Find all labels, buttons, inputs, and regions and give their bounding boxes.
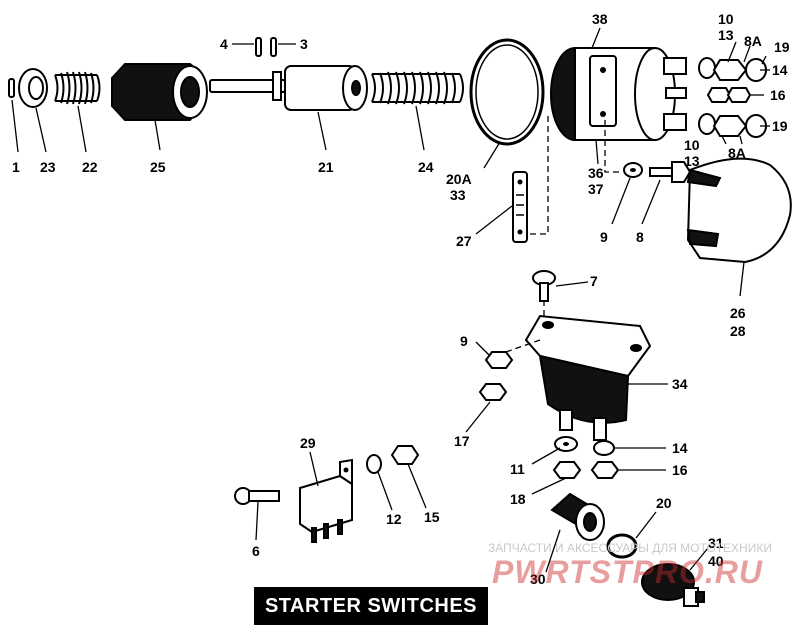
callout-10-mid: 10: [684, 137, 700, 153]
part-15-nut: [390, 445, 420, 465]
callout-7: 7: [590, 273, 598, 289]
callout-18: 18: [510, 491, 526, 507]
part-27-bracket: [512, 171, 528, 243]
callout-10-top: 10: [718, 11, 734, 27]
part-14-washer-mid: [593, 440, 615, 456]
callout-9-mid: 9: [460, 333, 468, 349]
part-6-screw: [234, 487, 280, 505]
callout-31: 31: [708, 535, 724, 551]
callout-8a-top: 8A: [744, 33, 762, 49]
callout-26: 26: [730, 305, 746, 321]
part-30-sensor: [641, 563, 705, 607]
callout-19-mid: 19: [772, 118, 788, 134]
top-terminal-nuts: [698, 57, 767, 138]
part-20a-o-ring: [469, 38, 545, 146]
part-16-nut-mid: [590, 461, 620, 479]
part-3-pin: [270, 37, 277, 57]
callout-37: 37: [588, 181, 604, 197]
callout-3: 3: [300, 36, 308, 52]
callout-8a-mid: 8A: [728, 145, 746, 161]
callout-4: 4: [220, 36, 228, 52]
callout-23: 23: [40, 159, 56, 175]
callout-12: 12: [386, 511, 402, 527]
part-17-nut: [478, 383, 508, 401]
callout-17: 17: [454, 433, 470, 449]
callout-33: 33: [450, 187, 466, 203]
part-21-plunger: [209, 65, 368, 111]
part-18-nut: [552, 461, 582, 479]
diagram-title: STARTER SWITCHES: [254, 587, 488, 625]
callout-15: 15: [424, 509, 440, 525]
callout-labels: 1 23 22 25 4 3 21 24 20A 33 27 38 36 37 …: [12, 11, 790, 587]
callout-6: 6: [252, 543, 260, 559]
part-20-o-ring: [606, 533, 638, 559]
part-24-spring: [371, 71, 464, 105]
callout-20: 20: [656, 495, 672, 511]
watermark-caption: ЗАПЧАСТИ И АКСЕССУАРЫ ДЛЯ МОТОТЕХНИКИ: [488, 541, 772, 555]
callout-1: 1: [12, 159, 20, 175]
part-7-screw: [532, 270, 556, 302]
part-25-boot: [111, 63, 208, 121]
callout-9-top: 9: [600, 229, 608, 245]
callout-21: 21: [318, 159, 334, 175]
part-1-pin: [8, 78, 15, 98]
part-11-washer: [554, 436, 578, 452]
watermark-logo: PWRTSTPRO.RU: [492, 554, 763, 590]
callout-16-top: 16: [770, 87, 786, 103]
callout-34: 34: [672, 376, 688, 392]
callout-14-top: 14: [772, 62, 788, 78]
part-38-solenoid-body: [550, 47, 687, 141]
callout-20a: 20A: [446, 171, 472, 187]
leader-lines: [11, 27, 770, 573]
part-12-washer: [366, 454, 382, 474]
callout-14-mid: 14: [672, 440, 688, 456]
callout-28: 28: [730, 323, 746, 339]
part-20-fitting: [550, 492, 605, 541]
callout-13-top: 13: [718, 27, 734, 43]
part-8-bolt: [649, 161, 692, 183]
part-34-starter-relay: [524, 314, 652, 441]
callout-36: 36: [588, 165, 604, 181]
callout-40: 40: [708, 553, 724, 569]
callout-38: 38: [592, 11, 608, 27]
callout-24: 24: [418, 159, 434, 175]
callout-25: 25: [150, 159, 166, 175]
callout-11: 11: [510, 461, 525, 477]
callout-8: 8: [636, 229, 644, 245]
part-29-relay: [299, 458, 353, 543]
part-26-cover: [686, 157, 792, 264]
callout-16-mid: 16: [672, 462, 688, 478]
callout-13-mid: 13: [684, 153, 700, 169]
callout-27: 27: [456, 233, 472, 249]
part-4-pin: [255, 37, 262, 57]
callout-29: 29: [300, 435, 316, 451]
part-9-washer-mid: [484, 351, 514, 369]
part-9-washer-top: [623, 162, 643, 178]
part-23-washer: [18, 68, 48, 108]
callout-19-top: 19: [774, 39, 790, 55]
callout-22: 22: [82, 159, 98, 175]
part-22-spring: [54, 71, 101, 105]
callout-30: 30: [530, 571, 546, 587]
